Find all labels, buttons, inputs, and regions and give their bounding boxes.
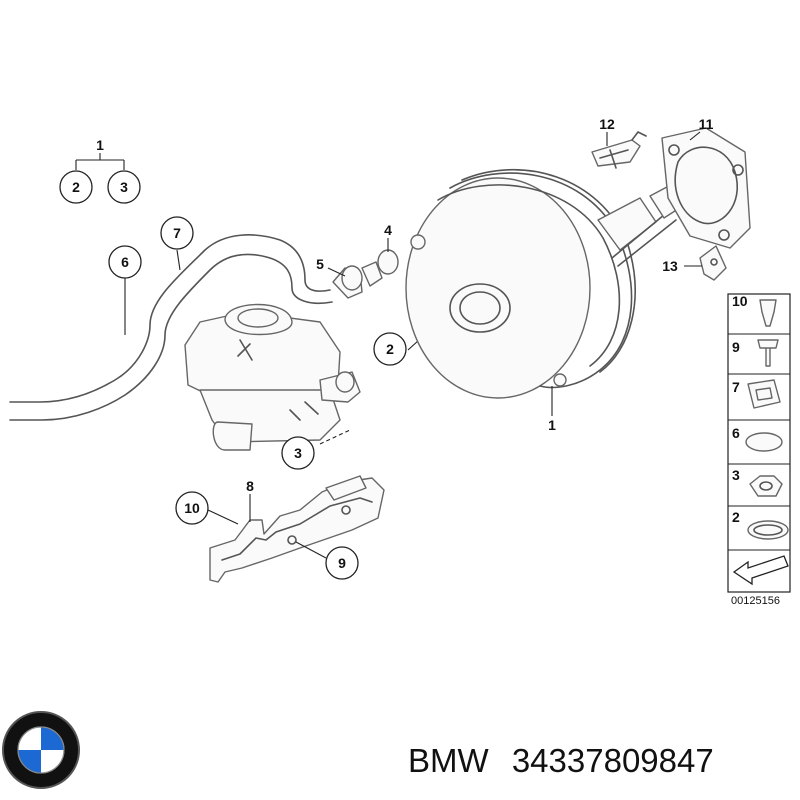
bmw-roundel-icon (2, 711, 80, 789)
callout-2-mid-label: 2 (386, 341, 394, 357)
expanding-rivet-icon (759, 299, 777, 327)
callout-5-label: 5 (316, 256, 324, 272)
master-cylinder (184, 303, 361, 451)
grommet-icon (747, 379, 781, 409)
vacuum-hose (9, 234, 333, 421)
gasket-11 (661, 127, 751, 249)
callout-3-top-label: 3 (120, 179, 128, 195)
leader-3-mid (319, 429, 351, 445)
check-valve (332, 249, 399, 299)
leader-5 (327, 267, 346, 277)
screw-icon (757, 339, 779, 367)
callout-3-mid-label: 3 (294, 445, 302, 461)
callout-7-bubble (160, 216, 194, 250)
nut-plate-13 (699, 245, 727, 281)
mounting-bracket (209, 475, 385, 583)
direction-arrow-icon (732, 555, 789, 586)
callout-2-mid-bubble (373, 332, 407, 366)
parts-panel: 10 9 7 6 3 2 (727, 293, 791, 593)
callout-6-bubble (108, 245, 142, 279)
callout-11-label: 11 (699, 116, 714, 132)
part-number: 34337809847 (511, 742, 714, 779)
callout-3-mid-bubble (281, 436, 315, 470)
panel-row-10: 10 (732, 293, 748, 309)
part-caption: BMW 34337809847 (408, 736, 793, 786)
callout-8-label: 8 (246, 478, 254, 494)
callout-3-top-bubble (107, 170, 141, 204)
callout-2-top-label: 2 (72, 179, 80, 195)
callout-6-label: 6 (121, 254, 129, 270)
hose-clamp-icon (745, 432, 783, 452)
callout-9-bubble (325, 546, 359, 580)
callout-10-label: 10 (184, 500, 200, 516)
callout-2-top-bubble (59, 170, 93, 204)
grouping-bracket (75, 153, 125, 170)
callout-9-label: 9 (338, 555, 346, 571)
callout-10-bubble (175, 491, 209, 525)
seal-ring-icon (747, 520, 789, 540)
callout-4-label: 4 (384, 222, 392, 238)
callout-12-label: 12 (599, 116, 615, 132)
reference-code: 00125156 (731, 595, 780, 607)
callout-13-label: 13 (662, 258, 678, 274)
leader-10 (207, 509, 239, 525)
panel-row-9: 9 (732, 339, 740, 355)
leader-11 (689, 131, 701, 141)
group-callout-1-top: 1 2 3 (59, 137, 141, 204)
brake-booster (405, 168, 693, 399)
hex-nut-icon (749, 475, 783, 497)
callout-1-mid-label: 1 (548, 417, 556, 433)
leader-7 (176, 249, 181, 271)
panel-row-6: 6 (732, 425, 740, 441)
panel-row-2: 2 (732, 509, 740, 525)
callout-1-top-label: 1 (96, 137, 104, 153)
panel-row-3: 3 (732, 467, 740, 483)
clip-12 (591, 131, 647, 169)
leader-9 (295, 541, 327, 559)
brand-name: BMW (408, 742, 489, 779)
callout-7-label: 7 (173, 225, 181, 241)
panel-row-7: 7 (732, 379, 740, 395)
